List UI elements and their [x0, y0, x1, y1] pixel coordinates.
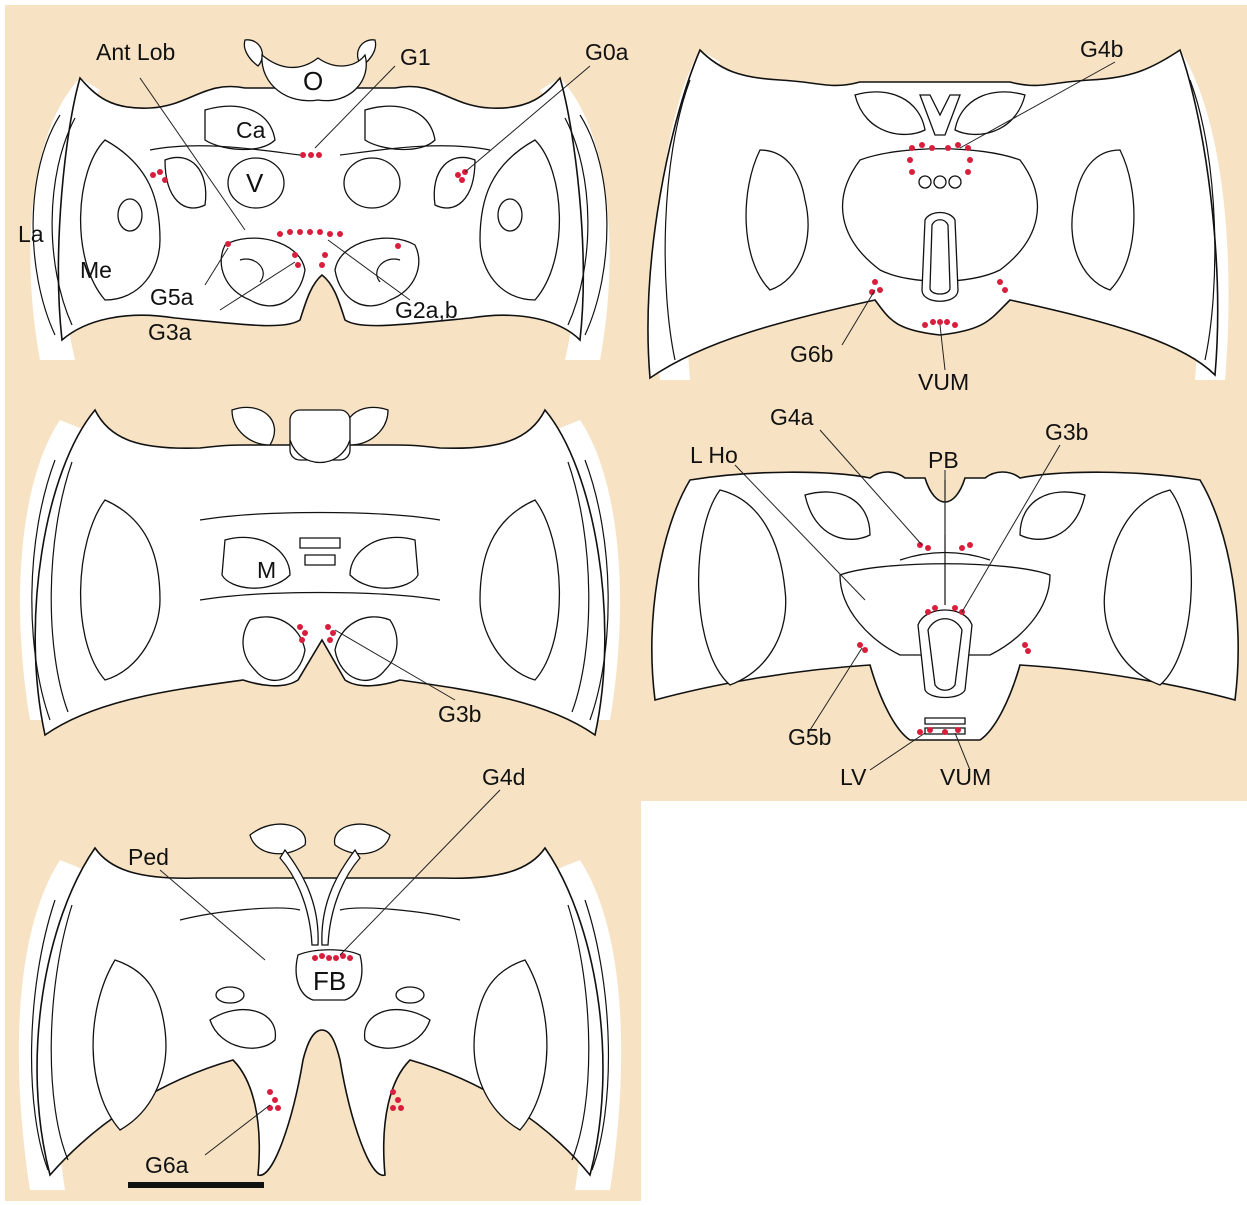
label-g4b: G4b [1080, 36, 1123, 62]
label-lv: LV [840, 764, 867, 790]
label-fb: FB [313, 966, 346, 996]
label-g6b: G6b [790, 341, 833, 367]
label-g2ab: G2a,b [395, 297, 458, 323]
label-g4d: G4d [482, 764, 525, 790]
label-ped: Ped [128, 844, 169, 870]
label-g5a: G5a [150, 284, 194, 310]
label-m: M [257, 557, 276, 583]
label-v: V [246, 168, 264, 198]
label-o: O [303, 66, 323, 96]
label-g6a: G6a [145, 1152, 189, 1178]
label-la: La [18, 221, 44, 247]
label-g3a: G3a [148, 319, 192, 345]
label-ca: Ca [236, 117, 266, 143]
label-g3b-c: G3b [438, 701, 481, 727]
label-g1: G1 [400, 44, 431, 70]
label-g5b: G5b [788, 724, 831, 750]
label-ant-lob: Ant Lob [96, 39, 175, 65]
label-g4a: G4a [770, 404, 814, 430]
label-vum-b: VUM [918, 369, 969, 395]
scale-bar [128, 1182, 264, 1188]
label-g3b-d: G3b [1045, 419, 1088, 445]
label-pb: PB [928, 447, 959, 473]
label-g0a: G0a [585, 39, 629, 65]
label-me: Me [80, 257, 112, 283]
label-l-ho: L Ho [690, 442, 738, 468]
label-vum-d: VUM [940, 764, 991, 790]
